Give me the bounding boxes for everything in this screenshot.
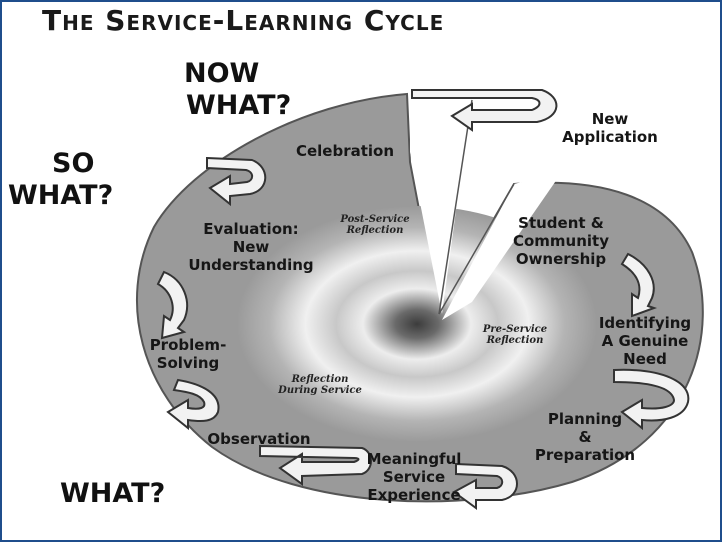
arrow-new-application-icon [411, 89, 558, 132]
label-meaningful-service-line-2: Service [382, 468, 446, 486]
spiral-gap-2 [442, 172, 562, 320]
label-pre-service-line-1: Pre-Service [482, 324, 548, 335]
label-identifying-need-line-1: Identifying [598, 314, 692, 332]
label-meaningful-service-line-1: Meaningful [366, 450, 462, 468]
label-problem-solving-line-1: Problem- [149, 336, 227, 354]
arrow-observation-icon [259, 444, 372, 486]
label-evaluation-line-1: Evaluation: [203, 220, 299, 238]
label-evaluation-line-3: Understanding [188, 256, 314, 274]
label-observation-line-1: Observation [207, 430, 311, 448]
label-problem-solving-line-2: Solving [156, 354, 220, 372]
now-what-question: NOW WHAT? [180, 58, 291, 122]
label-post-service-line-2: Reflection [346, 225, 404, 236]
arrow-evaluation-icon [156, 270, 189, 340]
label-ownership: Student & Community Ownership [486, 214, 636, 268]
label-meaningful-service: Meaningful Service Experience [346, 450, 482, 504]
label-observation: Observation [184, 430, 334, 448]
so-what-line-1: SO [52, 148, 95, 179]
now-what-line-1: NOW [184, 58, 260, 89]
label-identifying-need: Identifying A Genuine Need [580, 314, 710, 368]
label-identifying-need-line-3: Need [623, 350, 667, 368]
label-post-service-reflection: Post-Service Reflection [320, 214, 430, 236]
arrow-meaningful-icon [452, 462, 518, 510]
label-evaluation: Evaluation: New Understanding [156, 220, 346, 274]
label-ownership-line-1: Student & [518, 214, 604, 232]
so-what-line-2: WHAT? [8, 180, 114, 211]
label-planning-line-1: Planning [547, 410, 623, 428]
label-identifying-need-line-2: A Genuine [601, 332, 689, 350]
label-pre-service-reflection: Pre-Service Reflection [460, 324, 570, 346]
label-post-service-line-1: Post-Service [340, 214, 410, 225]
label-problem-solving: Problem- Solving [128, 336, 248, 372]
label-planning-line-3: Preparation [534, 446, 636, 464]
arrow-celebration-icon [206, 156, 267, 207]
label-during-service-line-1: Reflection [291, 374, 349, 385]
label-pre-service-line-2: Reflection [486, 335, 544, 346]
label-meaningful-service-line-3: Experience [367, 486, 461, 504]
diagram-title: The Service-Learning Cycle [42, 4, 445, 37]
label-ownership-line-3: Ownership [515, 250, 607, 268]
arrow-identifying-icon [620, 252, 658, 318]
spiral-gap [410, 92, 472, 314]
label-celebration-line-1: Celebration [295, 142, 395, 160]
label-planning-line-2: & [578, 428, 592, 446]
label-new-application: New Application [530, 110, 690, 146]
so-what-question: SO WHAT? [8, 148, 113, 212]
label-new-application-line-1: New [591, 110, 629, 128]
label-celebration: Celebration [270, 142, 420, 160]
arrows [156, 89, 690, 510]
label-new-application-line-2: Application [562, 128, 658, 146]
label-ownership-line-2: Community [512, 232, 610, 250]
label-planning: Planning & Preparation [510, 410, 660, 464]
arrow-problem-icon [166, 378, 220, 431]
now-what-line-2: WHAT? [186, 90, 292, 121]
label-reflection-during-service: Reflection During Service [250, 374, 390, 396]
what-question: WHAT? [60, 478, 166, 509]
label-during-service-line-2: During Service [278, 385, 362, 396]
spiral-center [237, 206, 597, 442]
label-evaluation-line-2: New [232, 238, 270, 256]
arrow-planning-icon [613, 368, 690, 431]
